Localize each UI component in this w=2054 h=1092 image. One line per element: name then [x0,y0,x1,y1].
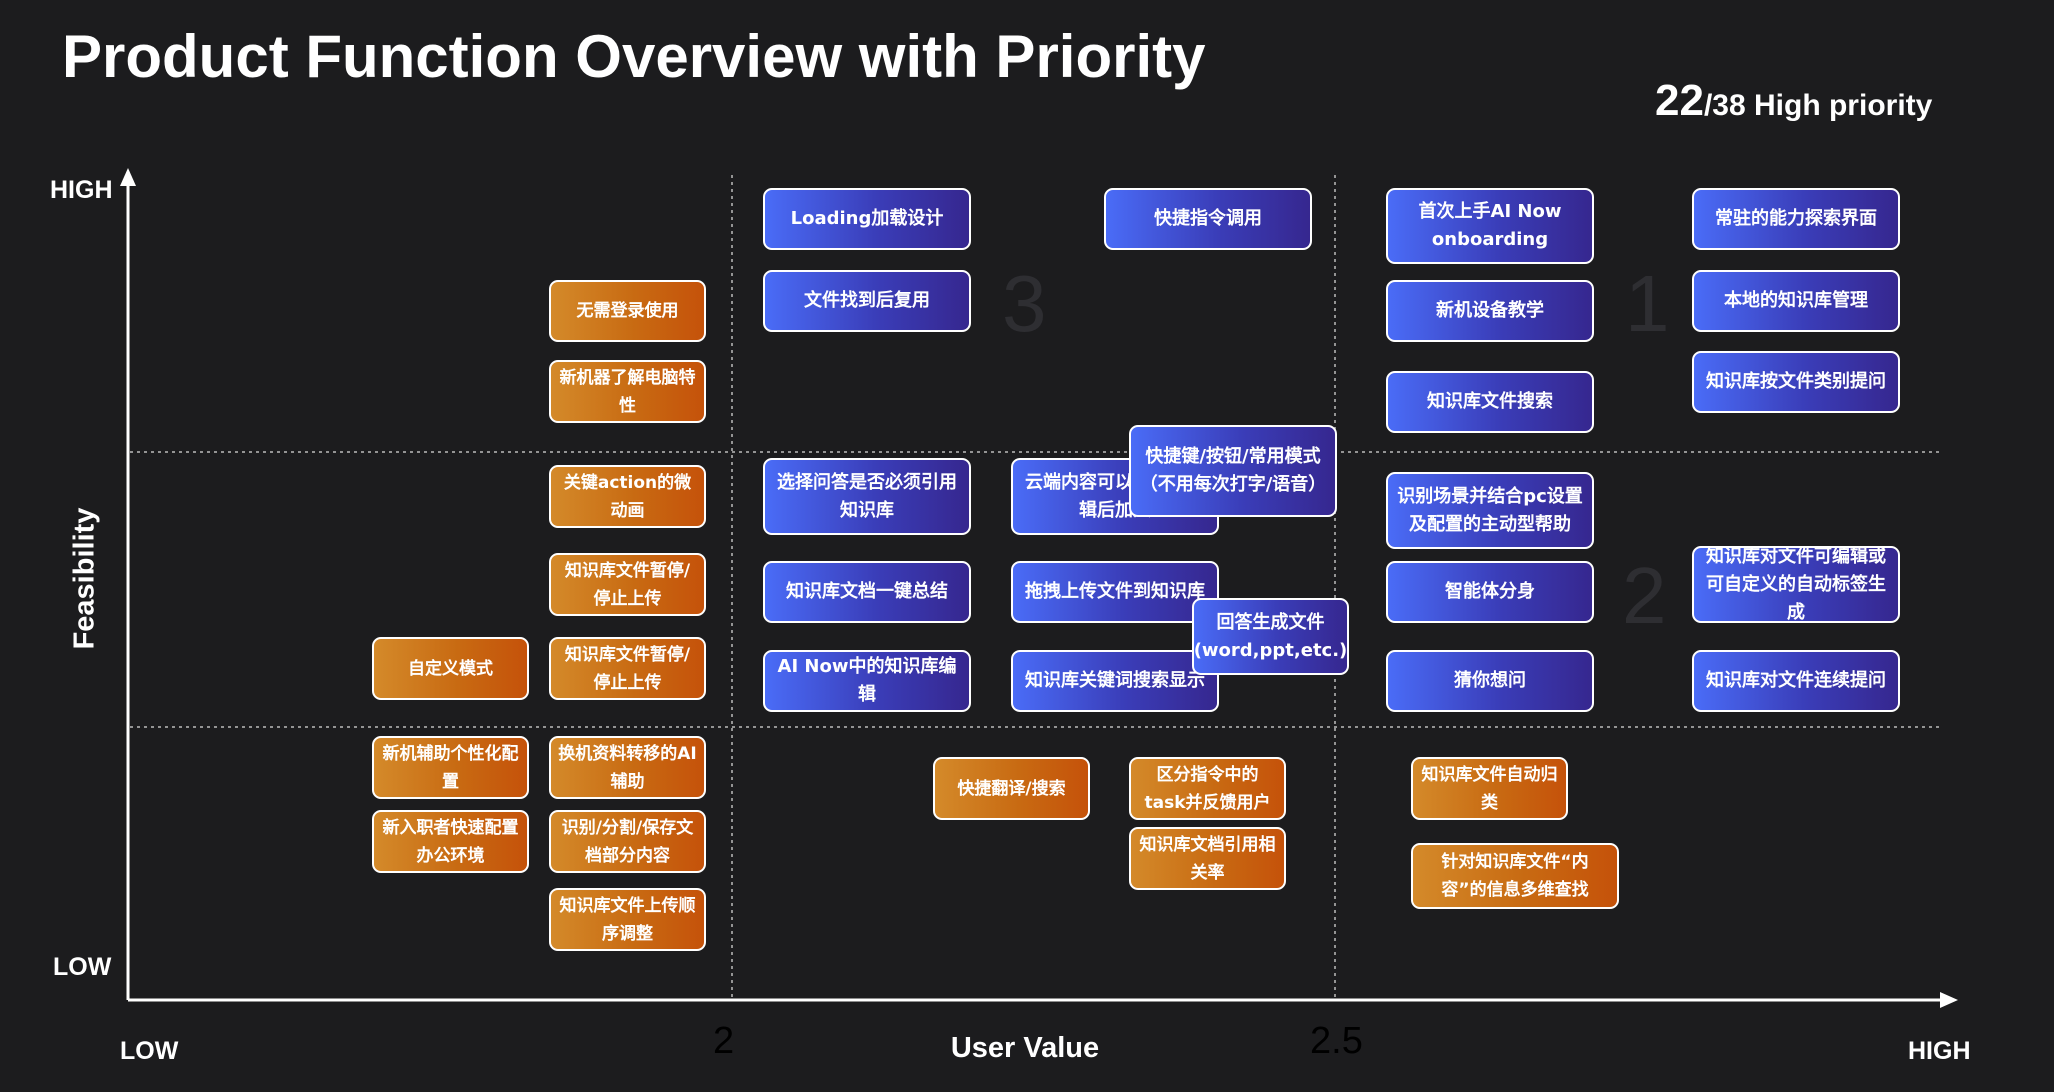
feature-card: 本地的知识库管理 [1692,270,1900,332]
feature-card: 文件找到后复用 [763,270,971,332]
feature-card: 知识库文件搜索 [1386,371,1594,433]
quadrant-number-1: 1 [1625,259,1670,348]
x-tick-2: 2 [713,1020,735,1062]
priority-summary: 22/38 High priority [1655,76,1932,126]
feature-card: 首次上手AI Now onboarding [1386,188,1594,264]
priority-count: 22 [1655,76,1704,125]
feature-card: 知识库对文件可编辑或可自定义的自动标签生成 [1692,546,1900,623]
feature-card: 知识库按文件类别提问 [1692,351,1900,413]
page-title: Product Function Overview with Priority [62,23,1206,90]
feature-card: 识别场景并结合pc设置及配置的主动型帮助 [1386,472,1594,549]
y-high-label: HIGH [50,176,113,204]
feature-card: 知识库文档一键总结 [763,561,971,623]
y-axis-arrow [120,168,136,186]
feature-card: 无需登录使用 [549,280,706,342]
feature-card: 知识库文件自动归类 [1411,757,1568,820]
feature-card: 快捷指令调用 [1104,188,1312,250]
feature-card: 智能体分身 [1386,561,1594,623]
quadrant-number-2: 2 [1622,551,1667,640]
feature-card: 回答生成文件(word,ppt,etc.) [1192,598,1349,675]
x-high-label: HIGH [1908,1037,1971,1065]
feature-card: 关键action的微动画 [549,465,706,528]
feature-card: 知识库关键词搜索显示 [1011,650,1219,712]
feature-card: 猜你想问 [1386,650,1594,712]
y-low-label: LOW [53,953,112,981]
feature-card: 选择问答是否必须引用知识库 [763,458,971,535]
x-axis-label: User Value [950,1032,1100,1064]
feature-card: 自定义模式 [372,637,529,700]
quadrant-number-3: 3 [1002,259,1047,348]
feature-card: 针对知识库文件“内容”的信息多维查找 [1411,843,1619,909]
x-low-label: LOW [120,1037,179,1065]
feature-card: 拖拽上传文件到知识库 [1011,561,1219,623]
feature-card: 知识库文件暂停/停止上传 [549,637,706,700]
feature-card: 新机器了解电脑特性 [549,360,706,423]
feature-card: 换机资料转移的AI辅助 [549,736,706,799]
feature-card: 识别/分割/保存文档部分内容 [549,810,706,873]
feature-card: 新机辅助个性化配置 [372,736,529,799]
feature-card: 知识库文件暂停/停止上传 [549,553,706,616]
x-tick-2-5: 2.5 [1310,1020,1363,1062]
feature-card: 区分指令中的task并反馈用户 [1129,757,1286,820]
feature-card: 新机设备教学 [1386,280,1594,342]
priority-total: /38 High priority [1703,89,1933,122]
feature-card: 新入职者快速配置办公环境 [372,810,529,873]
feature-card: 知识库文档引用相关率 [1129,827,1286,890]
x-axis-arrow [1940,992,1958,1008]
feature-card: 知识库文件上传顺序调整 [549,888,706,951]
feature-card: 快捷翻译/搜索 [933,757,1090,820]
feature-card: 知识库对文件连续提问 [1692,650,1900,712]
feature-card: 常驻的能力探索界面 [1692,188,1900,250]
feature-card: 快捷键/按钮/常用模式（不用每次打字/语音） [1129,425,1337,517]
feature-card: AI Now中的知识库编辑 [763,650,971,712]
feature-card: Loading加载设计 [763,188,971,250]
y-axis-label: Feasibility [68,507,101,650]
